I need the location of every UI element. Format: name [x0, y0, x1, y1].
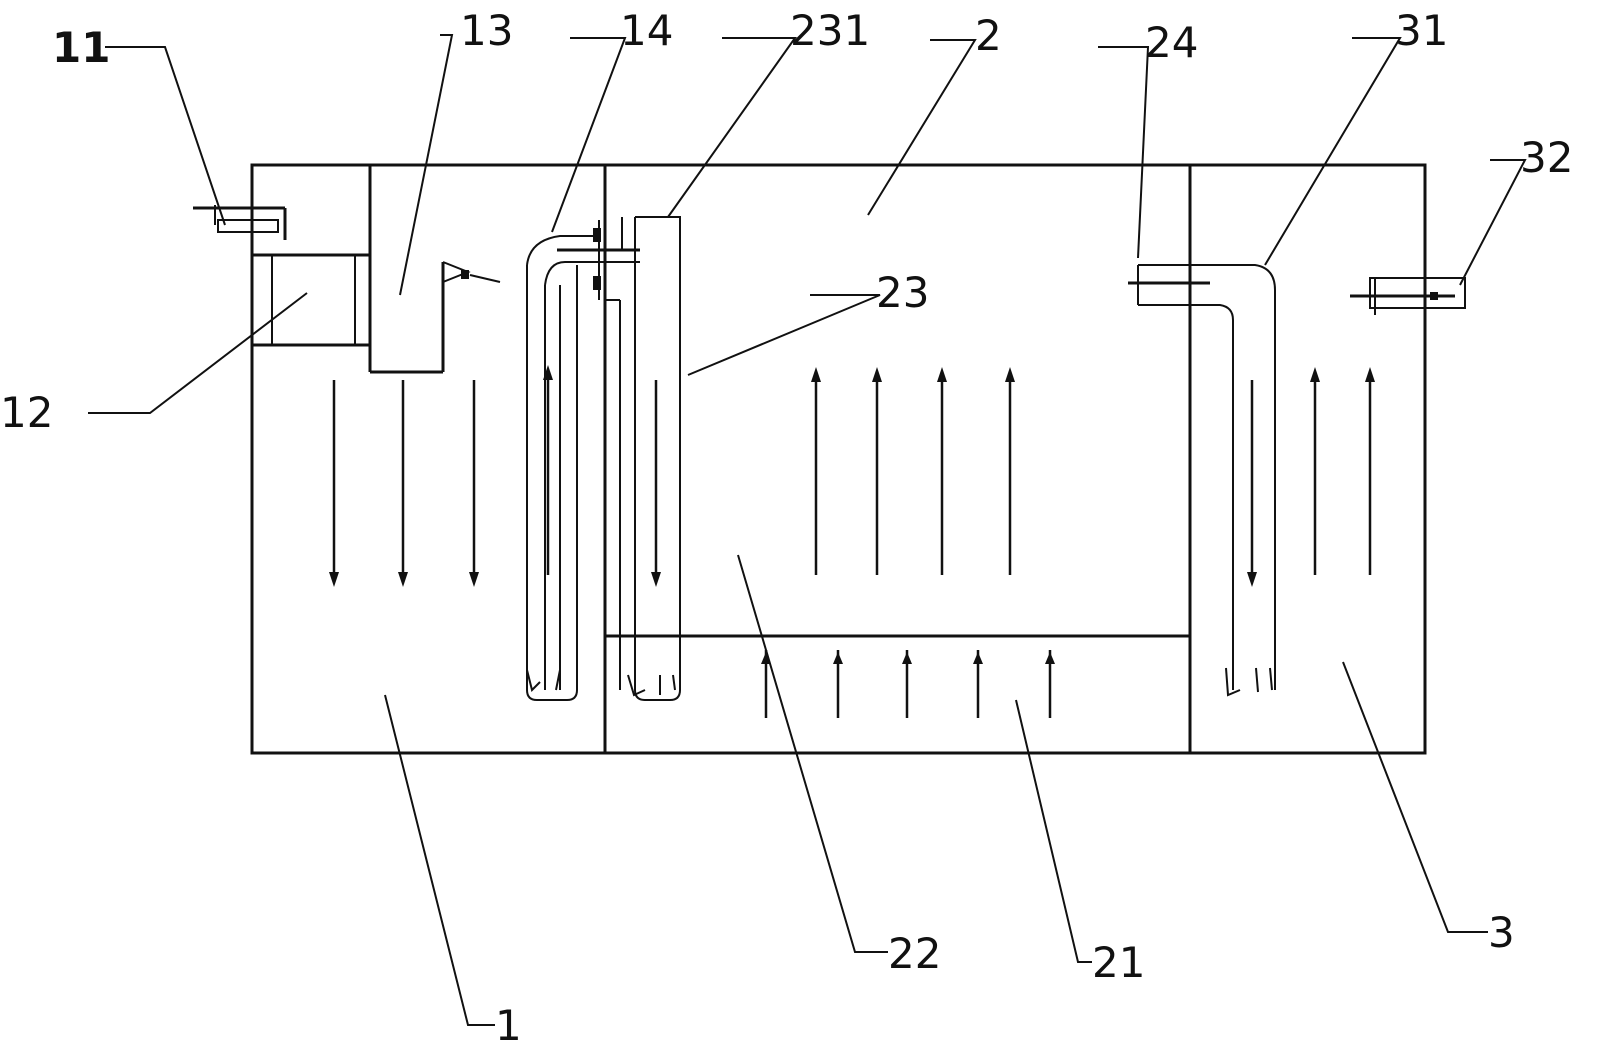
box-12 [252, 253, 370, 347]
leader-2 [867, 39, 977, 216]
label-1: 1 [495, 1001, 522, 1044]
label-24: 24 [1145, 18, 1198, 67]
leader-13 [399, 34, 454, 296]
pipe-23 [605, 216, 681, 701]
leader-24 [1098, 46, 1150, 259]
label-31: 31 [1395, 6, 1448, 55]
leader-32 [1459, 159, 1527, 286]
label-12: 12 [0, 388, 53, 437]
flow-arrows-chamber-2 [811, 367, 1015, 575]
label-231: 231 [790, 6, 870, 55]
chamber-13 [368, 165, 501, 374]
flow-arrows-chamber-21 [761, 650, 1055, 718]
leader-14 [551, 37, 627, 233]
leader-22 [737, 554, 888, 953]
pipe-24-31 [1128, 264, 1276, 697]
leader-21 [1015, 699, 1092, 963]
tank-outer-wall [250, 163, 1427, 755]
inlet-pipe-11 [193, 205, 287, 240]
label-14: 14 [620, 6, 673, 55]
tank-body [250, 163, 1427, 755]
leader-23 [687, 294, 881, 376]
label-23: 23 [876, 268, 929, 317]
leader-231 [667, 37, 797, 218]
leader-12 [88, 292, 308, 414]
label-22: 22 [888, 929, 941, 978]
label-2: 2 [975, 11, 1002, 60]
label-3: 3 [1488, 908, 1515, 957]
leader-3 [1342, 661, 1488, 933]
leader-1 [384, 694, 495, 1026]
leader-31 [1264, 37, 1402, 266]
flow-arrows-chamber-1 [329, 380, 479, 587]
label-11: 11 [52, 23, 110, 72]
pipe-14 [526, 220, 640, 701]
label-32: 32 [1520, 133, 1573, 182]
reference-labels: 11 13 14 231 2 24 31 32 12 23 22 21 3 1 [0, 6, 1573, 1049]
flow-arrows-chamber-3 [1310, 367, 1375, 575]
outlet-pipe-32 [1350, 277, 1466, 315]
label-21: 21 [1092, 938, 1145, 987]
leader-lines [88, 34, 1527, 1026]
label-13: 13 [460, 6, 513, 55]
leader-11 [105, 46, 226, 226]
